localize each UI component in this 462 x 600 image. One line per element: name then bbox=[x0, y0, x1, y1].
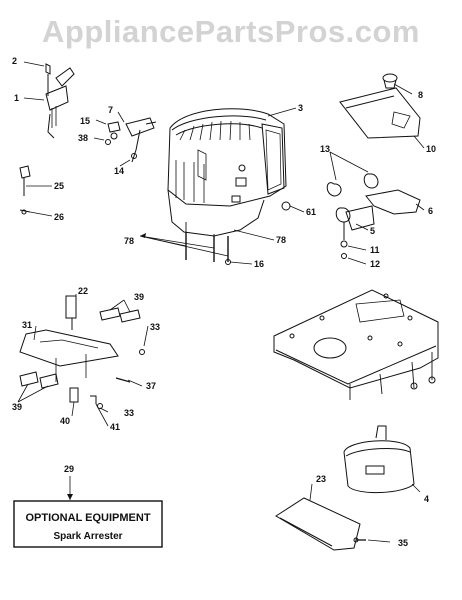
part-label-26: 26 bbox=[54, 212, 64, 222]
part-label-78-left: 78 bbox=[124, 236, 134, 246]
part-label-8: 8 bbox=[418, 90, 423, 100]
part-label-2: 2 bbox=[12, 56, 17, 66]
part-number-labels: 2 1 7 15 38 14 3 8 10 13 6 5 11 12 61 25… bbox=[12, 56, 436, 548]
clamps-13-drawing bbox=[281, 173, 421, 259]
part-label-39-bottom: 39 bbox=[12, 402, 22, 412]
linkage-drawing bbox=[105, 117, 157, 163]
shield-23-drawing bbox=[275, 497, 366, 551]
bracket-25-drawing bbox=[19, 165, 31, 215]
plate-10-drawing bbox=[339, 87, 421, 139]
part-label-33-top: 33 bbox=[150, 322, 160, 332]
muffler-drawing bbox=[343, 425, 415, 494]
part-label-37: 37 bbox=[146, 381, 156, 391]
optional-equipment-box bbox=[13, 500, 163, 548]
part-label-3: 3 bbox=[298, 103, 303, 113]
part-label-10: 10 bbox=[426, 144, 436, 154]
part-label-16: 16 bbox=[254, 259, 264, 269]
part-label-7: 7 bbox=[108, 105, 113, 115]
part-label-29: 29 bbox=[64, 464, 74, 474]
part-label-78-right: 78 bbox=[276, 235, 286, 245]
part-label-22: 22 bbox=[78, 286, 88, 296]
part-label-6: 6 bbox=[428, 206, 433, 216]
base-plate-drawing bbox=[273, 289, 439, 400]
part-label-23: 23 bbox=[316, 474, 326, 484]
part-label-39-top: 39 bbox=[134, 292, 144, 302]
part-label-1: 1 bbox=[14, 93, 19, 103]
part-label-31: 31 bbox=[22, 320, 32, 330]
part-label-40: 40 bbox=[60, 416, 70, 426]
part-label-14: 14 bbox=[114, 166, 124, 176]
part-label-35: 35 bbox=[398, 538, 408, 548]
part-label-5: 5 bbox=[370, 226, 375, 236]
part-label-11: 11 bbox=[370, 245, 380, 255]
optional-equipment-subtitle: Spark Arrester bbox=[53, 531, 122, 542]
part-label-4: 4 bbox=[424, 494, 429, 504]
part-label-38: 38 bbox=[78, 133, 88, 143]
throttle-control-drawing bbox=[45, 63, 75, 139]
part-label-33-bottom: 33 bbox=[124, 408, 134, 418]
part-label-13: 13 bbox=[320, 144, 330, 154]
leader-arrowheads bbox=[67, 233, 146, 500]
part-label-25: 25 bbox=[54, 181, 64, 191]
lower-left-cluster-drawing bbox=[19, 295, 145, 409]
part-label-15: 15 bbox=[80, 116, 90, 126]
part-label-61: 61 bbox=[306, 207, 316, 217]
watermark-text: AppliancePartsPros.com bbox=[42, 14, 420, 49]
part-label-41: 41 bbox=[110, 422, 120, 432]
part-label-12: 12 bbox=[370, 259, 380, 269]
cap-8-drawing bbox=[382, 73, 398, 89]
optional-equipment-title: OPTIONAL EQUIPMENT bbox=[25, 512, 150, 524]
leader-lines bbox=[17, 61, 425, 543]
